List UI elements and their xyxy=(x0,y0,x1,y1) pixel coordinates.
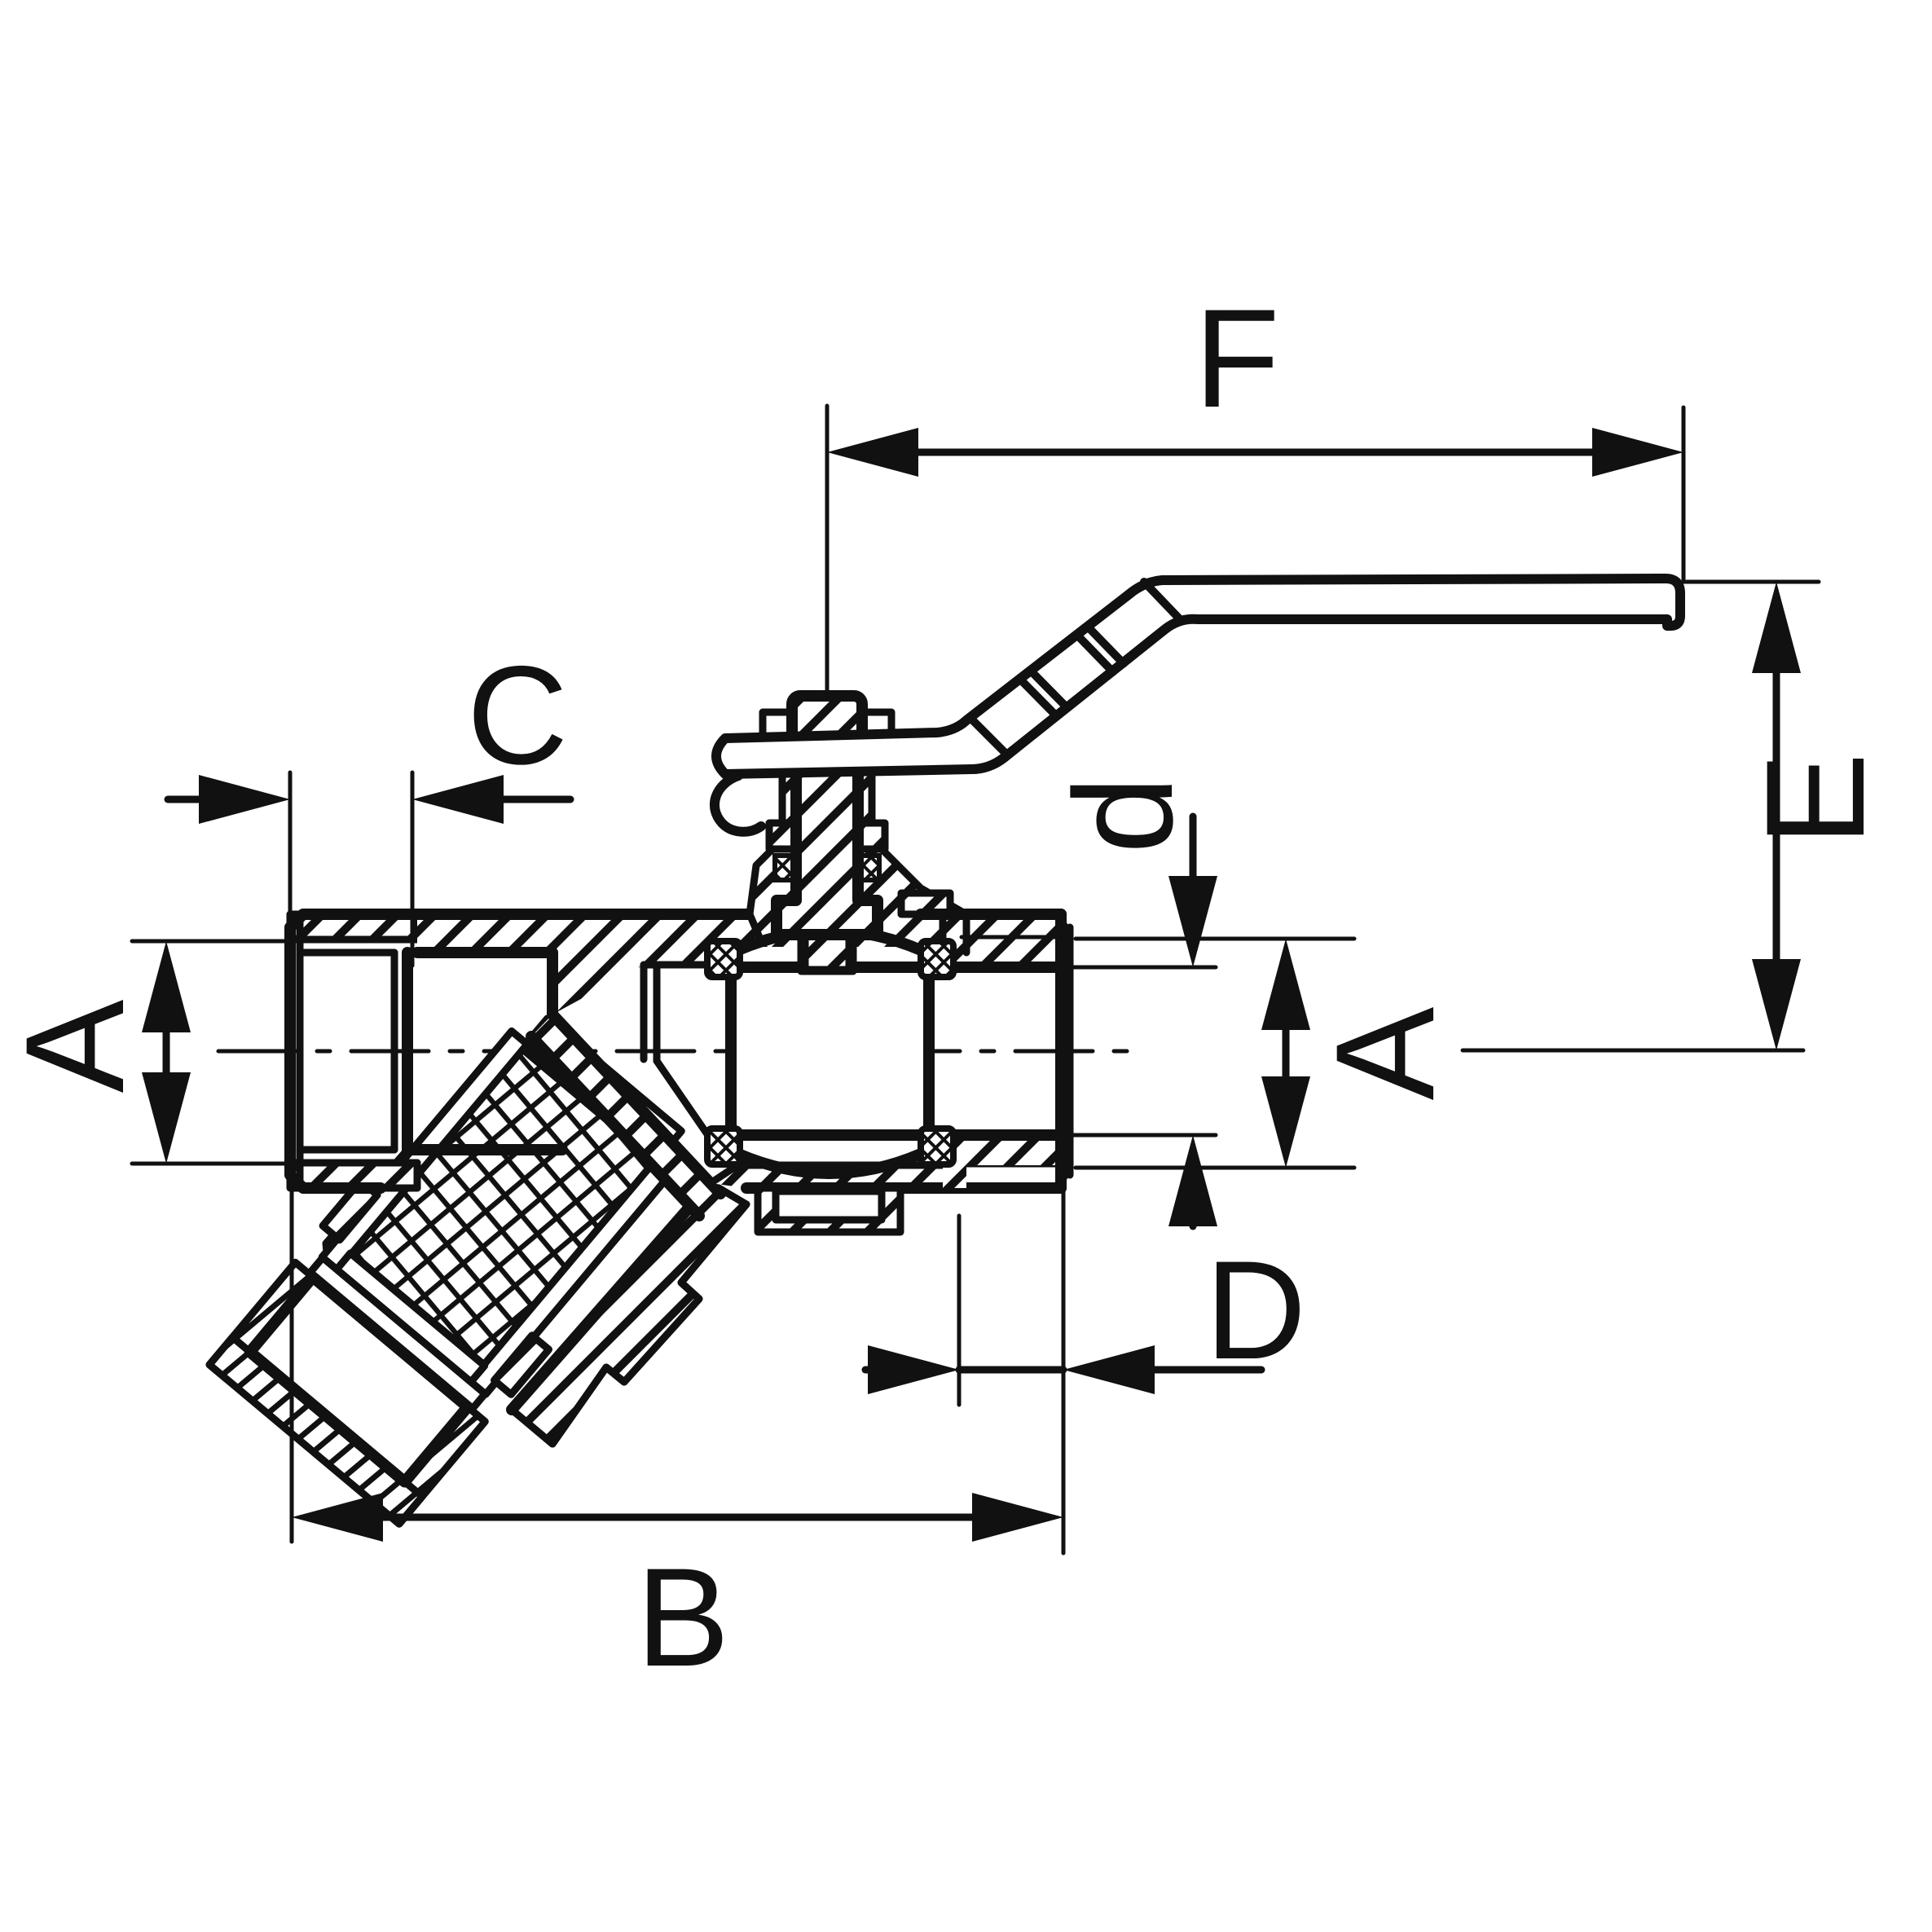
ball-bottom-arc xyxy=(733,1148,926,1179)
handle-crease-1 xyxy=(1015,675,1061,720)
seat-pocket-chamfer xyxy=(653,1057,711,1138)
left-port-outline xyxy=(284,909,423,1194)
arrow-Al-bottom xyxy=(142,1072,191,1164)
handle-curl xyxy=(710,771,766,837)
handle-crease-2 xyxy=(1026,666,1072,712)
label-d: d xyxy=(1045,776,1202,854)
body-top-band-hatch xyxy=(417,914,766,953)
label-E: E xyxy=(1737,753,1894,847)
arrow-D-left xyxy=(868,1345,959,1394)
arrow-Ar-bottom xyxy=(1261,1076,1310,1168)
strainer-wall-lower-inner xyxy=(506,1177,716,1415)
label-D: D xyxy=(1205,1232,1306,1388)
strainer-tooth-lower xyxy=(491,1331,552,1398)
arrow-Al-top xyxy=(142,941,191,1032)
label-A-right: A xyxy=(1307,1006,1463,1100)
arrow-d-top xyxy=(1168,876,1217,967)
seat-tr xyxy=(918,938,957,980)
deflector-upper-edge xyxy=(547,1009,726,1199)
seat-bl xyxy=(704,1125,743,1168)
label-A-left: A xyxy=(0,999,153,1093)
seat-br xyxy=(918,1125,957,1168)
arrow-E-top xyxy=(1752,582,1801,673)
ball-bg xyxy=(731,947,929,1157)
arrow-D-right xyxy=(1063,1345,1155,1394)
stem xyxy=(771,734,883,940)
strainer-wall-lower-outer xyxy=(548,1200,750,1448)
body-step-wedge xyxy=(552,953,766,1014)
arrow-C-left xyxy=(199,775,290,824)
handle xyxy=(711,574,1685,779)
arrow-F-right xyxy=(1592,428,1683,477)
label-F: F xyxy=(1194,280,1279,437)
deflector-lower-edge xyxy=(526,1031,705,1221)
handle-crease-3 xyxy=(1072,630,1117,676)
arrow-Ar-top xyxy=(1261,939,1310,1030)
deflector-band xyxy=(531,1014,720,1216)
label-B: B xyxy=(636,1539,730,1696)
arrow-E-bottom xyxy=(1752,959,1801,1050)
handle-crease-5 xyxy=(1140,578,1184,623)
handle-crease-0 xyxy=(966,713,1012,759)
label-C: C xyxy=(467,637,568,794)
bottom-boss-inner xyxy=(772,1187,886,1224)
seat-tl xyxy=(704,938,743,980)
male-wall-top-hatch xyxy=(952,914,1061,967)
arrow-B-left xyxy=(292,1493,383,1542)
arrow-F-left xyxy=(827,428,918,477)
bore2-ceiling xyxy=(411,947,558,1020)
strainer-plug-flat xyxy=(244,1271,473,1488)
arrow-B-right xyxy=(972,1493,1063,1542)
arrow-d-bottom xyxy=(1168,1135,1217,1226)
arrow-C-right xyxy=(412,775,504,824)
handle-crease-4 xyxy=(1083,622,1128,668)
male-wall-bottom-hatch xyxy=(943,1135,1061,1165)
